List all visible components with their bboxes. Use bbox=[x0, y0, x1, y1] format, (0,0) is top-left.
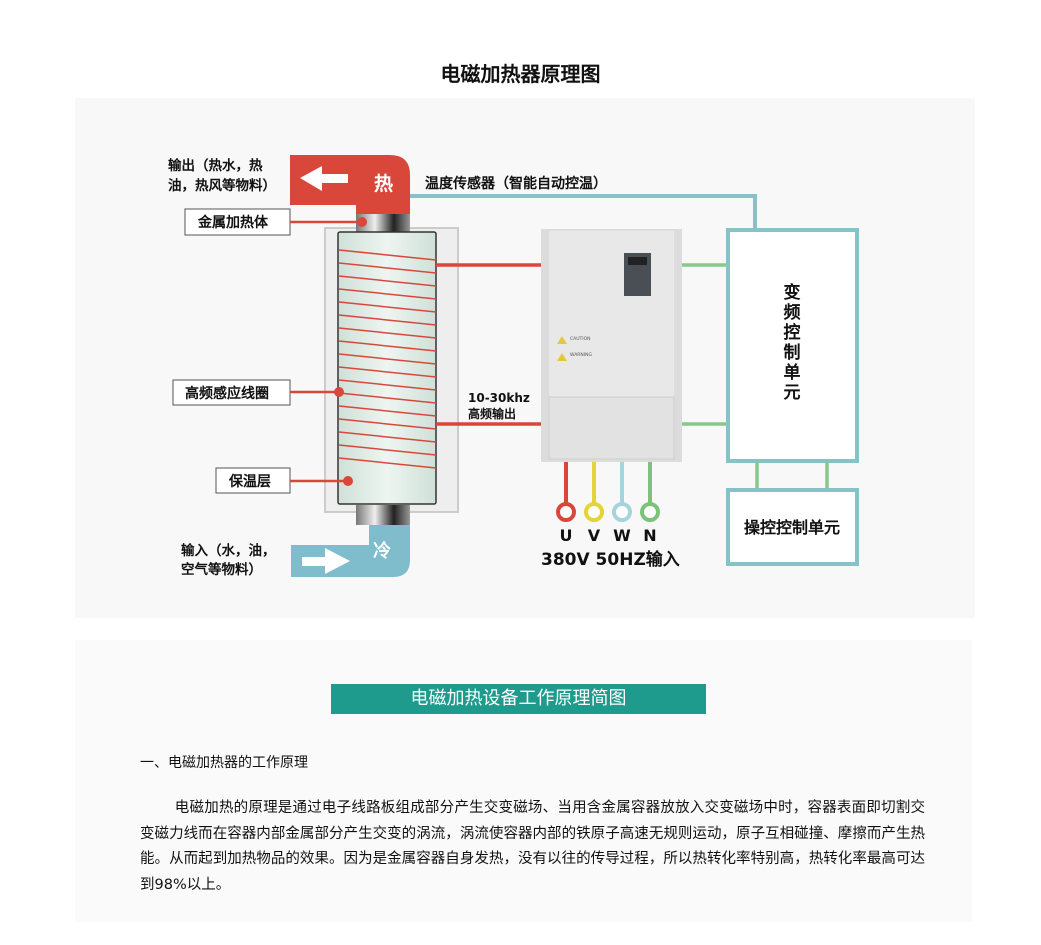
warning-icon bbox=[557, 336, 567, 344]
vfd-label-char: 控 bbox=[784, 322, 801, 343]
coil-turn bbox=[338, 379, 437, 391]
section-heading: 一、电磁加热器的工作原理 bbox=[140, 755, 308, 771]
coil-turn bbox=[338, 431, 437, 443]
inverter-device: CAUTION WARNING bbox=[541, 229, 682, 462]
frequency-label: 10-30khz bbox=[468, 391, 530, 405]
coil-turn bbox=[338, 457, 437, 469]
insulation-label: 保温层 bbox=[228, 473, 271, 490]
operation-control-unit bbox=[726, 488, 859, 566]
cold-input-pipe bbox=[291, 525, 410, 577]
coil-turn bbox=[338, 288, 437, 300]
right-arrow-icon bbox=[302, 548, 350, 574]
control-unit-label: 操控控制单元 bbox=[744, 518, 840, 537]
vfd-label-char: 元 bbox=[784, 383, 801, 403]
metal-cap-bottom bbox=[356, 505, 410, 525]
coil-turn bbox=[338, 353, 437, 365]
coil-turn bbox=[338, 327, 437, 339]
coil-turn bbox=[338, 249, 437, 261]
vfd-label-char: 变 bbox=[784, 282, 801, 303]
banner: 电磁加热设备工作原理简图 bbox=[331, 684, 706, 714]
cold-label: 冷 bbox=[373, 540, 391, 562]
temperature-sensor-line bbox=[410, 194, 757, 229]
coil-turn bbox=[338, 314, 437, 326]
metal-body-label: 金属加热体 bbox=[197, 214, 269, 231]
coil-label: 高频感应线圈 bbox=[185, 385, 269, 402]
coil-turn bbox=[338, 405, 437, 417]
output-label-2: 油，热风等物料） bbox=[168, 177, 276, 194]
heating-tube bbox=[337, 231, 437, 505]
temp-sensor-label: 温度传感器（智能自动控温） bbox=[425, 175, 607, 192]
hot-label: 热 bbox=[374, 172, 393, 195]
vfd-control-unit bbox=[726, 228, 859, 463]
terminal-connector bbox=[612, 502, 632, 522]
insulation-label-box bbox=[215, 467, 291, 494]
vfd-label-char: 频 bbox=[784, 302, 801, 323]
terminal-connector bbox=[640, 502, 660, 522]
terminal-connector bbox=[556, 502, 576, 522]
power-input-label: 380V 50HZ输入 bbox=[541, 549, 680, 570]
coil-turn bbox=[338, 366, 437, 378]
metal-body-label-box bbox=[184, 208, 291, 236]
induction-coil bbox=[338, 249, 437, 469]
coil-turn bbox=[338, 444, 437, 456]
vfd-label-char: 单 bbox=[784, 362, 801, 383]
input-label-2: 空气等物料） bbox=[181, 561, 262, 578]
description-paragraph: 电磁加热的原理是通过电子线路板组成部分产生交变磁场、当用含金属容器放放入交变磁场… bbox=[140, 800, 925, 893]
left-arrow-icon bbox=[300, 166, 348, 191]
hf-output-label: 高频输出 bbox=[468, 406, 516, 421]
terminal-label: N bbox=[643, 526, 656, 545]
warning-icon bbox=[557, 353, 567, 361]
coil-turn bbox=[338, 301, 437, 313]
terminal-label: W bbox=[613, 526, 631, 545]
output-label: 输出（热水，热 bbox=[168, 157, 263, 174]
vfd-label-char: 制 bbox=[784, 342, 801, 363]
terminal-label: U bbox=[560, 526, 573, 545]
coil-label-box bbox=[172, 379, 291, 406]
input-label: 输入（水，油， bbox=[181, 542, 276, 559]
terminal-label: V bbox=[588, 526, 601, 545]
coil-turn bbox=[338, 340, 437, 352]
coil-turn bbox=[338, 418, 437, 430]
coil-turn bbox=[338, 262, 437, 274]
warning-label: WARNING bbox=[570, 352, 592, 358]
terminal-connector bbox=[584, 502, 604, 522]
caution-label: CAUTION bbox=[570, 336, 591, 342]
metal-cap-top bbox=[356, 214, 410, 232]
principle-diagram: 温度传感器（智能自动控温） 热 输出（热水，热 油，热风等物料） 金属加热体 高… bbox=[168, 155, 859, 578]
page-title: 电磁加热器原理图 bbox=[440, 62, 601, 86]
coil-turn bbox=[338, 275, 437, 287]
coil-turn bbox=[338, 392, 437, 404]
